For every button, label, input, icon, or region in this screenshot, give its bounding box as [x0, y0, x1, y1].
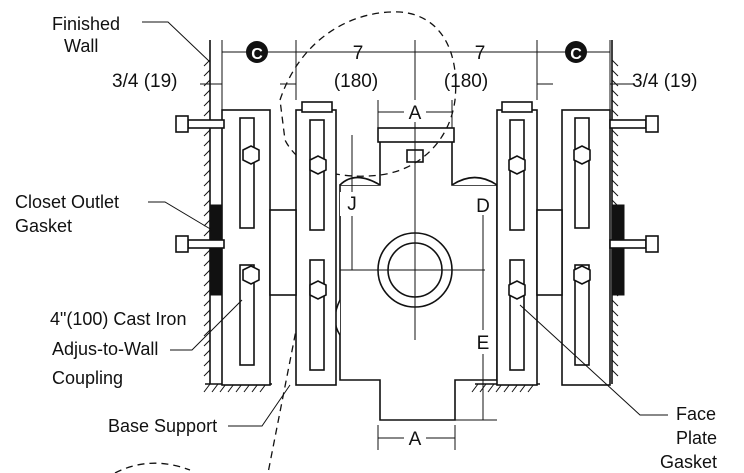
dim-e: E [477, 333, 490, 354]
hatch-mark [203, 189, 211, 197]
hatch-mark [611, 139, 619, 147]
hatch-mark [611, 349, 619, 357]
hatch-mark [611, 369, 619, 377]
closet-horn-outline [279, 11, 457, 177]
hatch-mark [611, 169, 619, 177]
hatch-mark [611, 189, 619, 197]
hatch-mark [203, 99, 211, 107]
callout-finished-wall-2: Wall [64, 36, 98, 56]
hatch-mark [471, 383, 479, 393]
leader-closet-outlet [148, 201, 213, 231]
hatch-mark [203, 259, 211, 267]
callout-closet-outlet-1: Closet Outlet [15, 192, 119, 212]
dim-three-quarter-left: 3/4 (19) [112, 71, 177, 92]
hatch-mark [203, 269, 211, 277]
hatch-mark [611, 149, 619, 157]
hatch-mark [611, 79, 619, 87]
hatch-mark [611, 89, 619, 97]
dim-j-bg [340, 192, 364, 216]
hatch-mark [611, 179, 619, 187]
hatch-mark [611, 129, 619, 137]
hatch-mark [203, 169, 211, 177]
callout-cast-iron-3: Coupling [52, 368, 123, 388]
hatch-mark [203, 299, 211, 307]
fitting-body [334, 127, 503, 421]
hatch-mark [203, 109, 211, 117]
hatch-mark [203, 279, 211, 287]
dim-three-quarter-right: 3/4 (19) [632, 71, 697, 92]
hatch-mark [611, 99, 619, 107]
hatch-mark [203, 129, 211, 137]
hatch-mark [203, 89, 211, 97]
hatch-mark [203, 79, 211, 87]
hatch-mark [611, 309, 619, 317]
callout-face-plate-1: Face [676, 404, 716, 424]
hatch-mark [203, 349, 211, 357]
hatch-mark [203, 289, 211, 297]
hatch-mark [203, 179, 211, 187]
hatch-mark [203, 69, 211, 77]
callout-base-support: Base Support [108, 416, 217, 436]
dim-j: J [347, 194, 357, 215]
horn-leg-dashed [267, 309, 301, 473]
hatch-mark [203, 249, 211, 257]
hatch-mark [203, 339, 211, 347]
hatch-mark [203, 229, 211, 237]
hatch-mark [487, 383, 495, 393]
hatch-mark [611, 359, 619, 367]
hatch-mark [203, 309, 211, 317]
leader-face-plate [519, 304, 668, 416]
callout-face-plate-3: Gasket [660, 452, 717, 472]
hatch-mark [203, 383, 211, 393]
leader-cast-iron [170, 299, 243, 351]
callout-cast-iron-2: Adjus-to-Wall [52, 339, 158, 359]
dim-seven-right: 7 [475, 43, 486, 64]
hatch-mark [203, 199, 211, 207]
hatch-mark [203, 209, 211, 217]
hatch-mark [611, 319, 619, 327]
hatch-mark [203, 219, 211, 227]
callout-finished-wall-1: Finished [52, 14, 120, 34]
callout-closet-outlet-2: Gasket [15, 216, 72, 236]
hatch-mark [611, 329, 619, 337]
top-dimension-lines [200, 40, 634, 110]
left-coupling-assembly [175, 101, 337, 386]
leader-finished-wall [142, 21, 211, 63]
hatch-mark [611, 159, 619, 167]
leader-base-support [228, 384, 291, 427]
dim-seven-left: 7 [353, 43, 364, 64]
callout-face-plate-2: Plate [676, 428, 717, 448]
hatch-mark [611, 299, 619, 307]
dim-a-bottom-bg [404, 426, 426, 448]
dim-180-left: (180) [334, 71, 378, 92]
hatch-mark [611, 339, 619, 347]
horn-bottom-dashed [114, 462, 191, 473]
hatch-mark [611, 109, 619, 117]
dim-e-bg [471, 330, 495, 354]
callout-cast-iron-1: 4"(100) Cast Iron [50, 309, 186, 329]
c-label-left: C [251, 46, 263, 63]
dim-d: D [476, 196, 490, 217]
hatch-mark [611, 69, 619, 77]
dim-180-right: (180) [444, 71, 488, 92]
hatch-mark [211, 383, 219, 393]
right-coupling-assembly [496, 101, 659, 386]
hatch-mark [203, 369, 211, 377]
c-marker-left [246, 41, 268, 63]
hatch-mark [203, 319, 211, 327]
dim-a-bottom: A [409, 429, 422, 450]
c-label-right: C [570, 46, 582, 63]
hatch-mark [203, 159, 211, 167]
hatch-mark [203, 359, 211, 367]
dim-a-top: A [409, 103, 422, 124]
hatch-mark [203, 329, 211, 337]
hatch-mark [203, 139, 211, 147]
hatch-mark [611, 59, 619, 67]
dim-a-top-bg [404, 100, 426, 122]
hatch-mark [203, 149, 211, 157]
c-marker-right [565, 41, 587, 63]
